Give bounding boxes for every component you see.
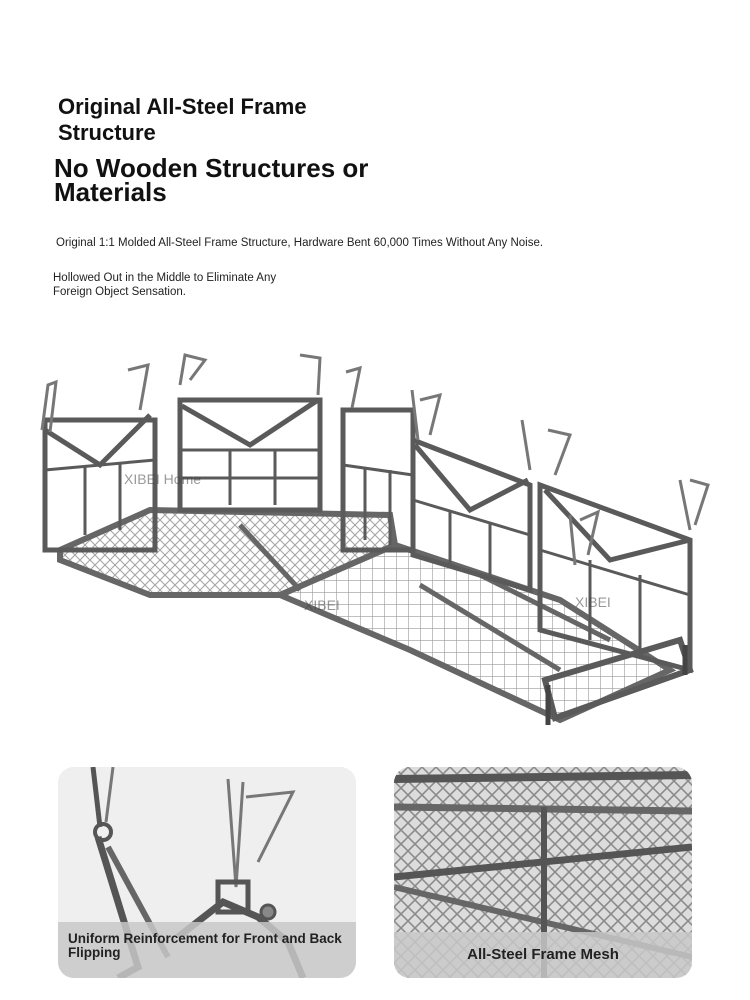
frame-mesh-caption: All-Steel Frame Mesh xyxy=(394,932,692,978)
watermark-right: XIBEI xyxy=(575,594,611,610)
steel-frame-illustration: XIBEI Home XIBEI XIBEI xyxy=(0,340,750,740)
sofa-frame-drawing xyxy=(40,353,710,725)
reinforcement-detail-card: Uniform Reinforcement for Front and Back… xyxy=(58,767,356,978)
watermark-left: XIBEI Home xyxy=(124,471,202,487)
hollow-description: Hollowed Out in the Middle to Eliminate … xyxy=(53,272,277,298)
watermark-center: XIBEI xyxy=(304,597,340,613)
headline-subtitle: No Wooden Structures or Materials xyxy=(54,153,369,207)
reinforcement-caption: Uniform Reinforcement for Front and Back… xyxy=(58,922,356,978)
frame-mesh-card: All-Steel Frame Mesh xyxy=(394,767,692,978)
frame-description: Original 1:1 Molded All-Steel Frame Stru… xyxy=(56,237,544,249)
headline-title: Original All-Steel Frame Structure xyxy=(58,94,307,145)
